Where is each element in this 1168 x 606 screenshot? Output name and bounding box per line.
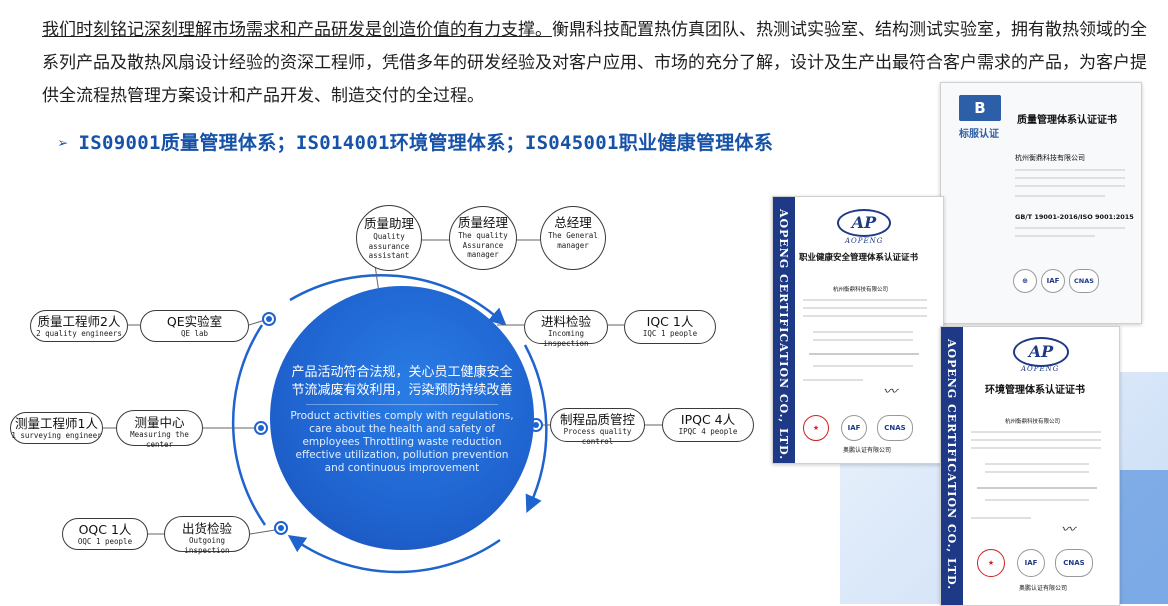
biaofu-badge: B (959, 95, 1001, 121)
node-ipqc-cn: IPQC 4人 (680, 412, 736, 427)
ring-dot-bottomleft (274, 521, 288, 535)
node-general-manager: 总经理 The General manager (540, 206, 606, 270)
policy-cn: 产品活动符合法规，关心员工健康安全节流减废有效利用，污染预防持续改善 (291, 365, 513, 398)
node-qe-lab-en: QE lab (180, 329, 209, 338)
node-process-cn: 制程品质管控 (559, 412, 635, 427)
node-qe-lab-cn: QE实验室 (166, 314, 223, 329)
ohs-cert-iaf: IAF (841, 415, 867, 441)
ohs-cert-sidebar-text: AOPENG CERTIFICATION CO., LTD. (777, 209, 790, 461)
env-cert-company: 杭州衡鼎科技有限公司 (1005, 419, 1061, 425)
node-oqc: OQC 1人 OQC 1 people (62, 518, 148, 550)
node-process-en: Process quality control (563, 427, 632, 446)
node-iqc-cn: IQC 1人 (646, 314, 694, 329)
intro-highlight: 我们时刻铭记深刻理解市场需求和产品研发是创造价值的有力支撑。 (42, 20, 552, 40)
env-cert-title: 环境管理体系认证证书 (985, 385, 1085, 396)
node-quality-engineers: 质量工程师2人 2 quality engineers (30, 310, 128, 342)
node-ipqc: IPQC 4人 IPQC 4 people (662, 408, 754, 442)
iso-heading-text: IS09001质量管理体系；IS014001环境管理体系；IS045001职业健… (78, 132, 774, 154)
node-measure-center-en: Measuring the center (130, 430, 189, 449)
node-quality-assistant-en: Quality assurance assistant (368, 232, 410, 260)
ohs-cert-issuer: 奥鹏认证有限公司 (843, 447, 892, 454)
node-ipqc-en: IPQC 4 people (678, 427, 738, 436)
ohs-cert-signature: 〰 (883, 384, 897, 400)
quality-cert-cnas: CNAS (1069, 269, 1099, 293)
quality-certificate: B 标服认证 质量管理体系认证证书 杭州衡鼎科技有限公司 GB/T 19001-… (940, 82, 1142, 324)
node-quality-manager: 质量经理 The quality Assurance manager (449, 206, 517, 270)
ring-arc-left (231, 324, 267, 526)
node-quality-manager-cn: 质量经理 (457, 215, 508, 230)
ring-dot-topleft (262, 312, 276, 326)
node-general-manager-cn: 总经理 (554, 215, 592, 230)
node-qe-lab: QE实验室 QE lab (140, 310, 249, 342)
quality-cert-standard: GB/T 19001-2016/ISO 9001:2015 (1015, 213, 1134, 221)
ohs-cert-red-seal: ★ (803, 415, 829, 441)
env-cert-red-seal: ★ (977, 549, 1005, 577)
intro-paragraph: 我们时刻铭记深刻理解市场需求和产品研发是创造价值的有力支撑。衡鼎科技配置热仿真团… (42, 14, 1152, 113)
node-oqc-en: OQC 1 people (77, 537, 133, 546)
policy-divider (306, 404, 498, 405)
aopeng-logo-env-sub: AOPENG (1021, 365, 1060, 373)
arrow-icon: ➢ (58, 134, 69, 154)
ring-arc-top (289, 273, 507, 326)
node-incoming-en: Incoming inspection (543, 329, 589, 348)
center-policy-circle: 产品活动符合法规，关心员工健康安全节流减废有效利用，污染预防持续改善 Produ… (270, 286, 534, 550)
node-incoming-cn: 进料检验 (540, 314, 591, 329)
ring-arc-right (523, 344, 548, 513)
ring-arc-bottom (287, 535, 501, 574)
ohs-cert-company: 杭州衡鼎科技有限公司 (833, 287, 889, 293)
env-cert-cnas: CNAS (1055, 549, 1093, 577)
node-iqc-en: IQC 1 people (642, 329, 698, 338)
quality-cert-iaf: IAF (1041, 269, 1065, 293)
node-general-manager-en: The General manager (548, 231, 598, 250)
node-quality-assistant: 质量助理 Quality assurance assistant (356, 205, 422, 271)
intro-rest: 衡鼎科技配置热仿真团队、热测试实验室、结构测试实验室，拥有散热领域的全系列产品及… (42, 20, 1147, 106)
node-qe-eng-cn: 质量工程师2人 (37, 314, 121, 329)
env-certificate: AOPENG CERTIFICATION CO., LTD. AP AOPENG… (940, 326, 1120, 606)
ohs-cert-sidebar: AOPENG CERTIFICATION CO., LTD. (773, 197, 795, 463)
env-cert-sidebar: AOPENG CERTIFICATION CO., LTD. (941, 327, 963, 605)
node-measure-eng-en: 1 surveying engineer (11, 431, 102, 440)
aopeng-logo: AP (837, 209, 891, 237)
aopeng-logo-sub: AOPENG (845, 237, 884, 245)
node-iqc: IQC 1人 IQC 1 people (624, 310, 716, 344)
node-surveying-engineer: 测量工程师1人 1 surveying engineer (10, 412, 103, 444)
biaofu-badge-label: 标服认证 (959, 129, 999, 140)
aopeng-logo-env: AP (1013, 337, 1069, 367)
node-measure-center-cn: 测量中心 (134, 415, 185, 430)
ohs-cert-title: 职业健康安全管理体系认证证书 (799, 253, 919, 263)
env-cert-sidebar-text: AOPENG CERTIFICATION CO., LTD. (945, 339, 958, 591)
env-cert-iaf: IAF (1017, 549, 1045, 577)
node-measuring-center: 测量中心 Measuring the center (116, 410, 203, 449)
node-quality-assistant-cn: 质量助理 (363, 216, 414, 231)
ring-dot-left (254, 421, 268, 435)
node-oqc-cn: OQC 1人 (78, 522, 132, 537)
quality-cert-company: 杭州衡鼎科技有限公司 (1015, 154, 1085, 162)
ohs-cert-cnas: CNAS (877, 415, 913, 441)
policy-en: Product activities comply with regulatio… (290, 410, 514, 474)
node-quality-manager-en: The quality Assurance manager (458, 231, 508, 259)
env-cert-issuer: 奥鹏认证有限公司 (1019, 585, 1068, 592)
node-outgoing-inspection: 出货检验 Outgoing inspection (164, 516, 250, 555)
ohs-certificate: AOPENG CERTIFICATION CO., LTD. AP AOPENG… (772, 196, 944, 464)
quality-cert-title: 质量管理体系认证证书 (1017, 115, 1117, 126)
node-process-control: 制程品质管控 Process quality control (550, 408, 645, 446)
iso-heading: ➢ IS09001质量管理体系；IS014001环境管理体系；IS045001职业… (58, 128, 773, 155)
node-qe-eng-en: 2 quality engineers (36, 329, 122, 338)
node-outgoing-cn: 出货检验 (181, 521, 232, 536)
node-outgoing-en: Outgoing inspection (184, 536, 230, 555)
node-incoming-inspection: 进料检验 Incoming inspection (524, 310, 608, 348)
quality-cert-seal-1: ⊕ (1013, 269, 1037, 293)
node-measure-eng-cn: 测量工程师1人 (15, 416, 98, 431)
env-cert-signature: 〰 (1061, 522, 1075, 538)
